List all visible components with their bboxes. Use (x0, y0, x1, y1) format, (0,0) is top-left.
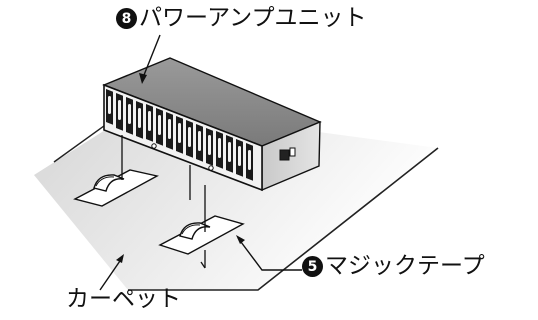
carpet-surface (34, 99, 439, 291)
label-velcro-tape: 5 マジックテープ (302, 255, 485, 278)
number-badge-5: 5 (302, 256, 323, 277)
power-amp-unit-text: パワーアンプユニット (139, 5, 367, 31)
label-power-amp-unit: 8 パワーアンプユニット (116, 7, 366, 30)
velcro-tape-right (158, 215, 245, 255)
attachment-guides (121, 135, 206, 269)
power-amp-unit-drawing (102, 57, 322, 192)
leader-arrowheads (116, 73, 245, 263)
leader-lines (99, 34, 302, 291)
carpet-text: カーペット (66, 286, 181, 312)
velcro-tape-left (73, 169, 159, 207)
label-carpet: カーペット (66, 288, 181, 311)
number-badge-8: 8 (116, 8, 137, 29)
velcro-tape-text: マジックテープ (325, 253, 485, 279)
